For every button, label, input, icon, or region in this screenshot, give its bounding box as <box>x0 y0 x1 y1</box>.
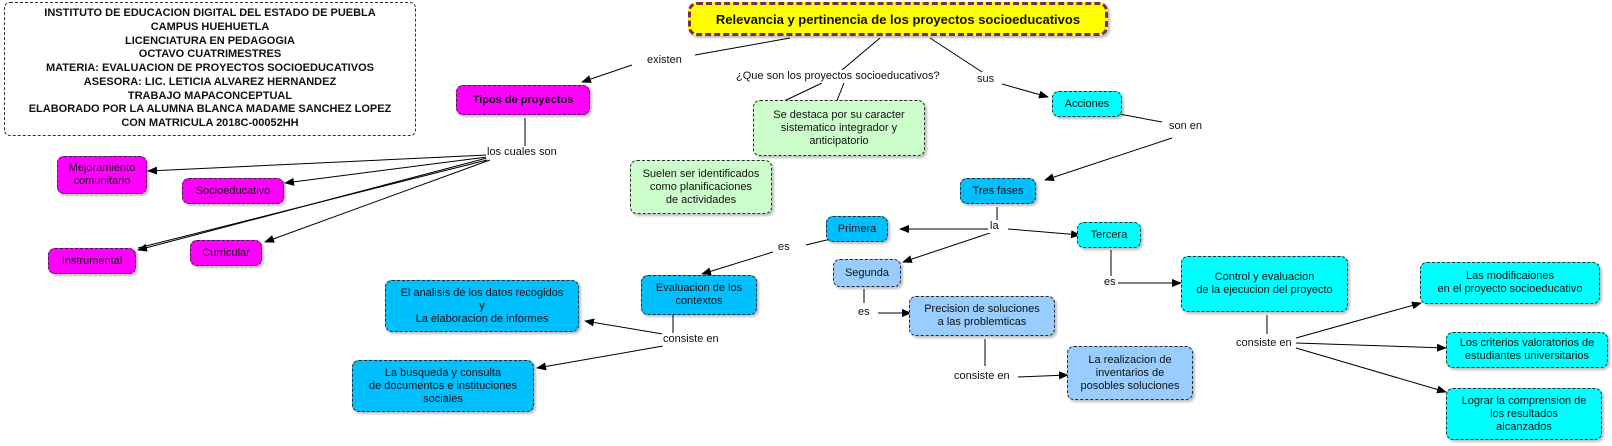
edge-cuales-instrumental-b <box>137 159 488 249</box>
node-socioeducativo: Socioeducativo <box>182 178 284 204</box>
node-inventarios-soluciones: La realizacion de inventarios de posoble… <box>1067 346 1193 400</box>
node-curricular: Curricular <box>190 240 262 266</box>
edge-queson-destaca-a <box>779 82 823 104</box>
edge-cuales-curricular <box>264 159 491 243</box>
edge-consiste-criterios <box>1295 342 1447 352</box>
edge-sonen-tresfases <box>1044 137 1173 181</box>
node-modificaciones: Las modificaiones en el proyecto socioed… <box>1420 262 1600 304</box>
edge-title-sus <box>929 37 983 73</box>
label-consiste-en-precision: consiste en <box>953 370 1011 383</box>
node-comprension-resultados: Lograr la comprension de los resultados … <box>1446 388 1602 440</box>
node-criterios-valoratorios: Los criterios valoratorios de estudiante… <box>1446 332 1608 368</box>
info-box: INSTITUTO DE EDUCACION DIGITAL DEL ESTAD… <box>4 2 416 136</box>
node-busqueda-consulta: La busqueda y consulta de documentos e i… <box>352 360 534 412</box>
node-tercera: Tercera <box>1077 222 1141 248</box>
edge-cuales-socioeducativo <box>284 156 488 186</box>
label-los-cuales-son: los cuales son <box>486 146 558 159</box>
edge-consiste-busqueda <box>536 345 664 371</box>
node-tres-fases: Tres fases <box>960 178 1036 204</box>
edge-la-segunda <box>902 232 991 263</box>
node-primera: Primera <box>826 216 888 242</box>
node-planificaciones: Suelen ser identificados como planificac… <box>630 160 772 214</box>
label-es-primera: es <box>777 241 791 254</box>
label-consiste-en-evaluacion: consiste en <box>662 333 720 346</box>
label-son-en: son en <box>1168 120 1204 133</box>
edge-consiste-analisis <box>584 318 664 335</box>
node-mejoramiento-comunitario: Mejoramiento comunitario <box>57 156 147 194</box>
label-es-segunda: es <box>857 306 871 319</box>
node-analisis-datos: El analisis de los datos recogidos y La … <box>385 280 579 332</box>
edge-title-queson <box>841 37 881 71</box>
edge-consiste-realizacion <box>1017 371 1069 380</box>
node-segunda: Segunda <box>833 259 901 287</box>
node-caracter-sistematico: Se destaca por su caracter sistematico i… <box>753 100 925 156</box>
label-la: la <box>989 220 1000 233</box>
map-title: Relevancia y pertinencia de los proyecto… <box>688 2 1108 36</box>
edge-es-evaluacion <box>701 251 774 276</box>
label-es-tercera: es <box>1103 276 1117 289</box>
edge-la-tercera <box>1007 228 1081 239</box>
node-evaluacion-contextos: Evaluacion de los contextos <box>641 275 757 315</box>
edge-consiste-modificaciones <box>1295 301 1422 339</box>
node-control-evaluacion: Control y evaluacion de la ejecucion del… <box>1181 256 1348 312</box>
label-sus: sus <box>976 73 996 86</box>
node-precision-soluciones: Precision de soluciones a las problemtic… <box>909 296 1055 336</box>
node-instrumental: Instrumental <box>48 248 136 274</box>
label-existen: existen <box>646 54 683 67</box>
edge-consiste-lograr <box>1295 347 1447 394</box>
node-acciones: Acciones <box>1052 91 1122 117</box>
edge-existen-tipos <box>581 64 633 83</box>
label-que-son: ¿Que son los proyectos socioeducativos? <box>735 70 941 83</box>
edge-queson-destaca-b <box>835 82 845 104</box>
label-consiste-en-control: consiste en <box>1235 337 1293 350</box>
edge-cuales-mejoramiento <box>147 154 488 175</box>
edge-title-existen <box>694 37 791 56</box>
node-tipos-de-proyectos: Tipos de proyectos <box>456 85 590 115</box>
edge-sus-acciones <box>1001 83 1049 99</box>
